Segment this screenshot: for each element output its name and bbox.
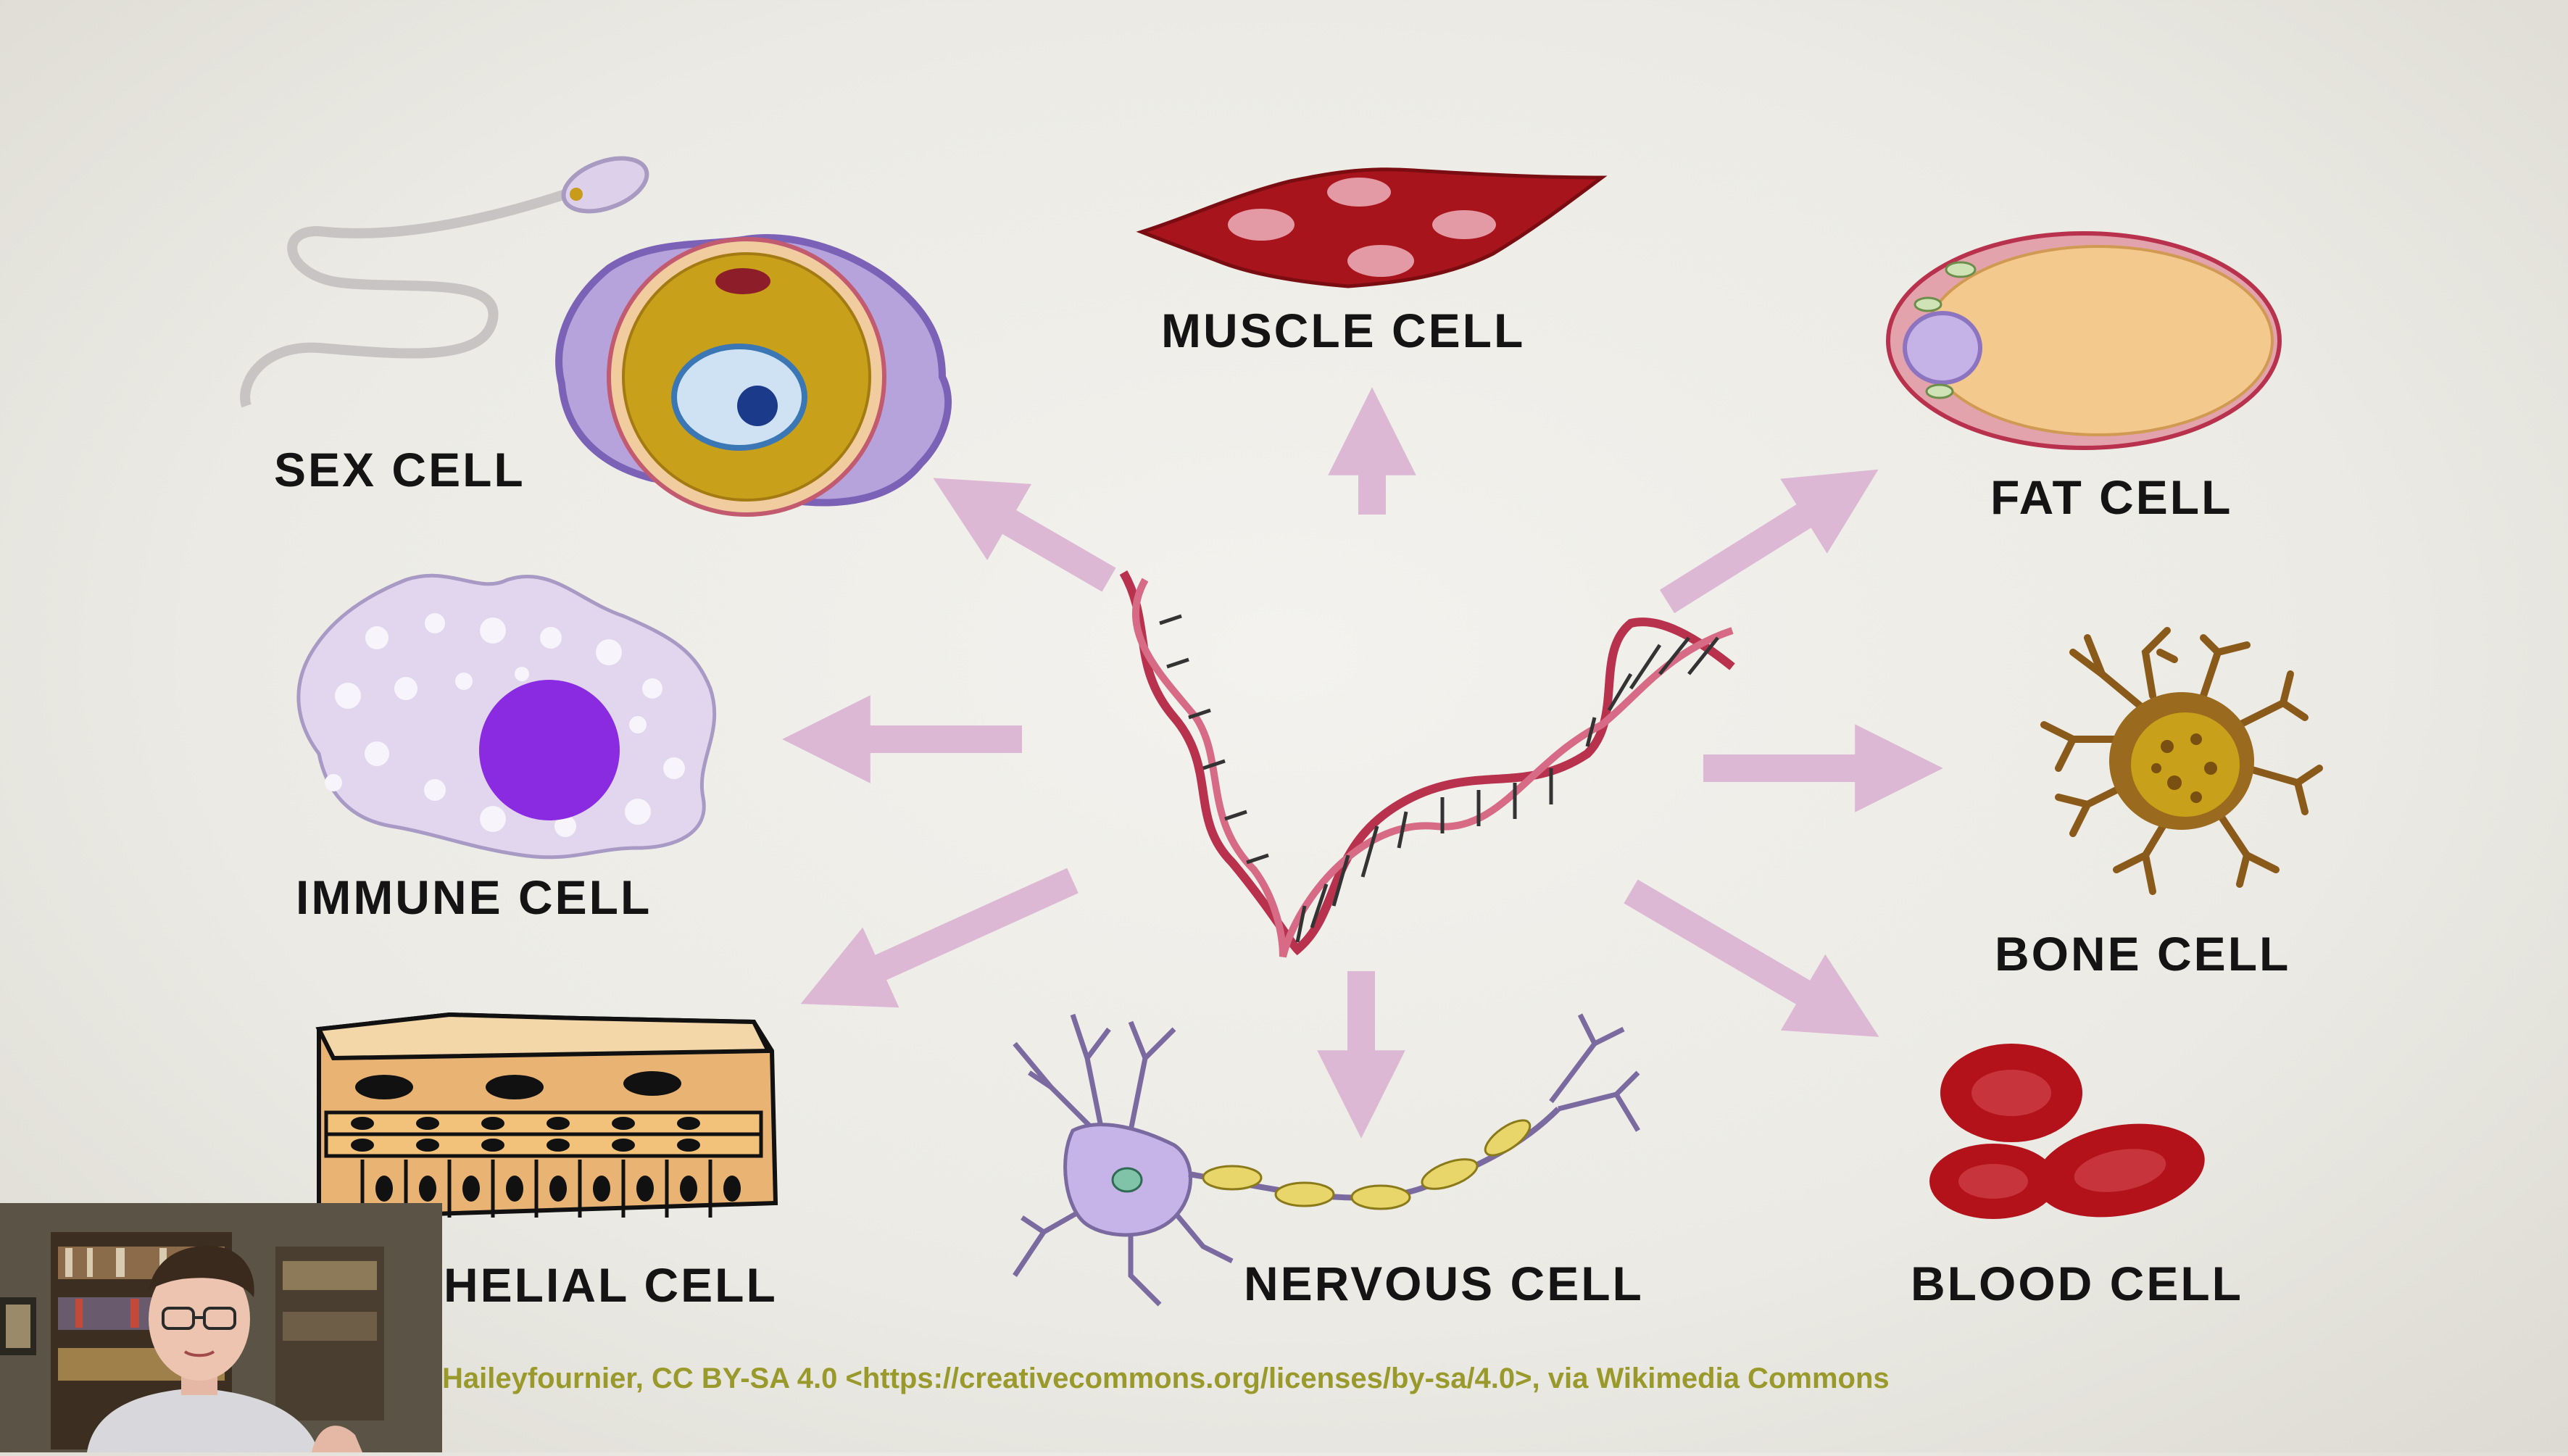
attribution-credit: Haileyfournier, CC BY-SA 4.0 <https://cr…	[442, 1363, 1890, 1394]
nervous-cell-illustration	[1013, 1013, 1641, 1307]
immune-cell-illustration	[296, 573, 717, 860]
label-fat-cell: FAT CELL	[1990, 470, 2233, 524]
label-nervous-cell: NERVOUS CELL	[1244, 1257, 1644, 1310]
fat-cell-illustration	[1886, 231, 2282, 450]
arrow-to-fat-cell	[1659, 469, 1879, 614]
label-muscle-cell: MUSCLE CELL	[1161, 304, 1526, 357]
sperm-head-icon	[561, 156, 649, 214]
arrows	[782, 387, 1943, 1139]
sperm-tail-icon	[240, 169, 626, 408]
dna-double-helix	[1119, 570, 1735, 958]
label-sex-cell: SEX CELL	[274, 443, 525, 496]
webcam-overlay	[0, 1203, 442, 1452]
label-epithelial-cell: HELIAL CELL	[444, 1258, 778, 1312]
arrow-to-epithelial-cell	[800, 868, 1079, 1008]
arrow-to-sex-cell	[933, 478, 1116, 592]
sex-cell-illustration	[240, 156, 952, 517]
label-bone-cell: BONE CELL	[1995, 927, 2291, 981]
arrow-to-blood-cell	[1624, 879, 1879, 1037]
muscle-cell-illustration	[1136, 167, 1608, 288]
label-immune-cell: IMMUNE CELL	[296, 870, 652, 924]
bone-cell-illustration	[2040, 627, 2323, 895]
blood-cell-illustration	[1929, 1044, 2205, 1219]
label-blood-cell: BLOOD CELL	[1911, 1257, 2243, 1310]
epithelial-cell-illustration	[315, 1012, 778, 1220]
presenter-avatar	[87, 1246, 362, 1452]
